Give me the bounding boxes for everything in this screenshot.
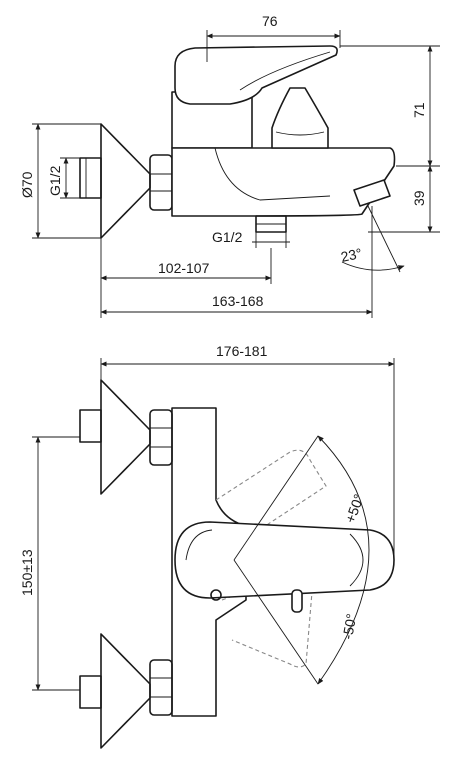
dim-total-reach: 163-168: [212, 293, 264, 309]
dim-rotation-minus: -50°: [339, 612, 359, 640]
aerator: [353, 179, 391, 207]
diverter-knob: [271, 87, 329, 149]
side-view: 76 71 39 Ø70 G1/2 G1/2 23° 102-107: [19, 13, 440, 318]
lever-top: [174, 521, 395, 599]
dim-thread-left: G1/2: [47, 165, 63, 196]
rotation-arc: [317, 435, 370, 685]
lever-rotated-minus: [221, 571, 313, 668]
dim-lever-height: 71: [411, 102, 427, 118]
dim-spout-height: 39: [411, 190, 427, 206]
inlet-pipe: [79, 157, 102, 199]
diverter-top: [291, 589, 303, 613]
dim-spout-reach: 102-107: [158, 260, 210, 276]
nut-upper: [149, 409, 173, 466]
dim-center-distance: 150±13: [19, 549, 35, 596]
dim-top-width: 76: [262, 13, 278, 29]
nut-lower: [149, 659, 173, 716]
wall-flange: [100, 123, 151, 239]
inlet-lower: [79, 675, 102, 709]
inlet-upper: [79, 409, 102, 443]
lever-handle: [174, 45, 338, 105]
lever-rotated-plus: [215, 449, 327, 537]
dim-angle: 23°: [339, 245, 363, 265]
dim-diameter: Ø70: [19, 171, 35, 198]
dim-thread-bottom: G1/2: [212, 229, 243, 245]
top-view: 176-181 150±13 +50° -50°: [19, 343, 395, 749]
hex-nut: [149, 154, 173, 211]
dim-overall-width: 176-181: [216, 343, 268, 359]
flange-lower: [100, 633, 151, 749]
mixer-body: [171, 407, 247, 717]
flange-upper: [100, 379, 151, 495]
